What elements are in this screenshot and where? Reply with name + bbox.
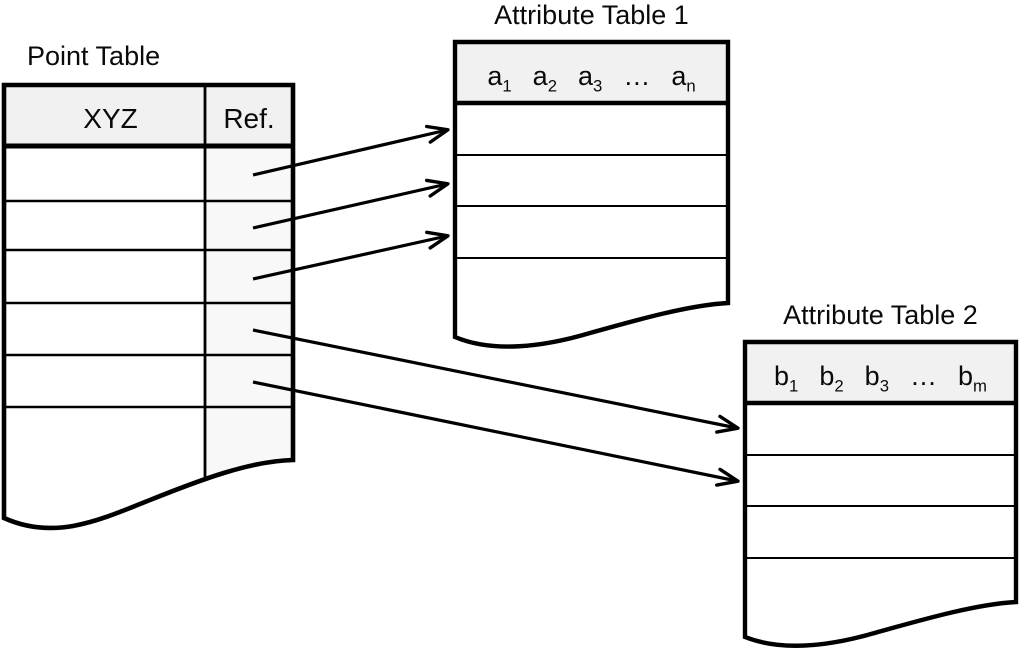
column-label: bm [958, 360, 987, 395]
link-arrows [252, 124, 740, 487]
attribute-table-1-body [455, 42, 728, 347]
attribute-table-1-columns-header: a1 a2 a3 … an [455, 42, 728, 103]
column-label: b1 [773, 360, 799, 395]
attribute-table-2-columns-header: b1 b2 b3 … bm [745, 342, 1016, 403]
column-label: X [83, 103, 102, 134]
attribute-table-2-shape [742, 339, 1019, 648]
attribute-table-1-header-fill [455, 42, 728, 103]
attribute-table-1-title: Attribute Table 1 [494, 0, 689, 30]
column-label: b2 [819, 360, 844, 395]
attribute-table-1-row-lines [455, 154, 728, 259]
point-table-shape [1, 82, 296, 531]
attribute-table-1-outline [452, 39, 731, 349]
attribute-table-2-header-fill [745, 342, 1016, 403]
point-table-outline [1, 82, 296, 531]
attribute-table-2-title: Attribute Table 2 [783, 300, 978, 330]
link-arrow-5 [252, 380, 740, 487]
column-label: … [623, 60, 651, 91]
column-label: a1 [487, 60, 512, 95]
attribute-table-2-row-lines [745, 454, 1016, 559]
link-arrow-1 [252, 124, 450, 177]
link-arrow-2 [252, 178, 450, 230]
attribute-table-2-body [745, 342, 1016, 646]
point-table-header-fill [4, 85, 293, 146]
column-label: an [671, 60, 696, 95]
column-label: a3 [578, 60, 603, 95]
column-label: … [910, 360, 938, 391]
column-label: b3 [864, 360, 890, 395]
column-label: a2 [532, 60, 557, 95]
column-label: Z [120, 103, 138, 134]
attribute-table-2-outline [742, 339, 1019, 648]
point-table-row-lines [4, 199, 293, 409]
column-label: Y [101, 103, 121, 134]
point-table-ref-column-fill [205, 146, 293, 479]
link-arrow-3 [252, 230, 450, 281]
link-arrow-4 [252, 328, 740, 434]
point-table-ref-header: Ref. [223, 103, 275, 134]
point-table-title: Point Table [27, 41, 161, 71]
attribute-table-1-shape [452, 39, 731, 349]
